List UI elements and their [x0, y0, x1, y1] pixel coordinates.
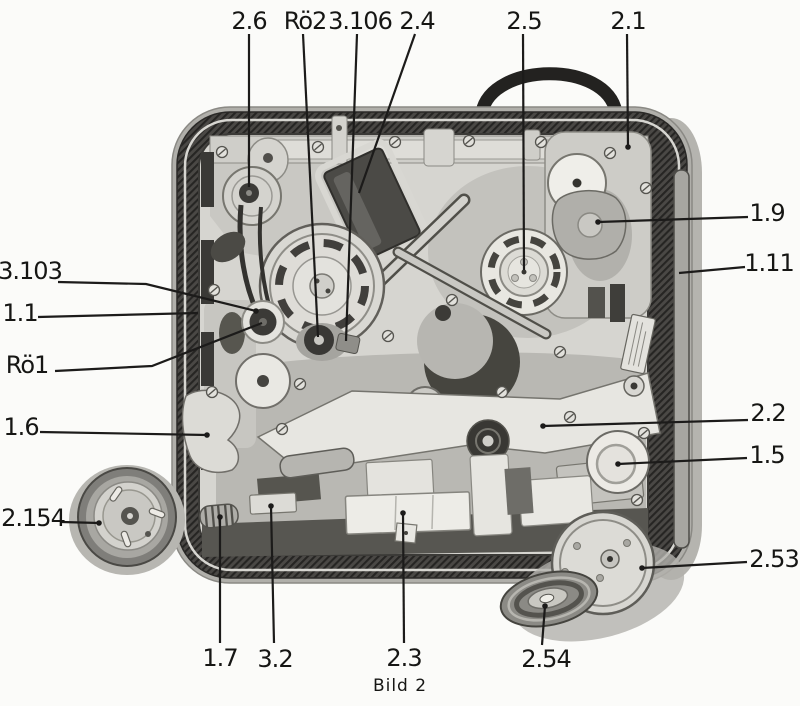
- callout-line-3-2: [269, 505, 276, 644]
- callout-dot-1-9: [595, 219, 601, 225]
- callout-line-2-2: [542, 418, 749, 428]
- callout-line-1-5: [617, 456, 748, 466]
- callout-line-2-5: [521, 33, 526, 271]
- callout-line-1-1: [37, 311, 199, 319]
- callout-line-1-9: [597, 215, 749, 224]
- callout-dot-2-2: [540, 423, 546, 429]
- center-mechanism: [256, 303, 661, 472]
- callout-line-3-103: [57, 280, 257, 313]
- callout-lines: [37, 33, 749, 646]
- callout-line-2-54: [540, 605, 547, 646]
- right-reel-disc: [480, 228, 568, 316]
- side-grip-strip: [673, 169, 690, 549]
- right-edge-details: [620, 313, 656, 397]
- component-1-6: [181, 389, 241, 474]
- carry-handle: [475, 67, 623, 119]
- callout-line-2-3: [401, 512, 406, 644]
- callout-line-1-11: [678, 265, 746, 275]
- callout-dot-2-154: [96, 520, 102, 526]
- callout-line-3-106: [344, 33, 359, 342]
- bottom-right-discs: [499, 510, 685, 642]
- callout-line-1-6: [39, 430, 208, 437]
- callout-line-2-53: [641, 560, 748, 570]
- mounting-plate: [256, 372, 661, 472]
- callout-line-2-4: [357, 33, 417, 194]
- callout-dot-1-7: [217, 514, 223, 520]
- callout-dot-3-2: [268, 503, 274, 509]
- callout-dot-3-103: [253, 308, 259, 314]
- circuit-board-3-2: [249, 492, 297, 515]
- callout-line-Ro1: [54, 321, 263, 373]
- motor-pulley-assembly: [210, 137, 289, 317]
- callout-dot-2-53: [639, 565, 645, 571]
- callout-dot-2-1: [625, 144, 631, 150]
- top-right-assembly: [544, 131, 652, 322]
- drive-plate-2-54: [499, 570, 599, 628]
- callout-dot-2-3: [400, 510, 406, 516]
- takeup-wheel-2-154: [69, 465, 185, 575]
- callout-dot-1-6: [204, 432, 210, 438]
- callout-line-2-154: [61, 520, 100, 525]
- callout-dot-2-54: [542, 603, 548, 609]
- callout-line-2-1: [625, 33, 630, 148]
- capstan-and-tubes: [219, 300, 361, 409]
- figure-caption: Bild 2: [372, 676, 428, 696]
- callout-dot-1-5: [615, 461, 621, 467]
- callout-line-Ro2: [301, 33, 320, 338]
- left-flywheel: [258, 222, 386, 350]
